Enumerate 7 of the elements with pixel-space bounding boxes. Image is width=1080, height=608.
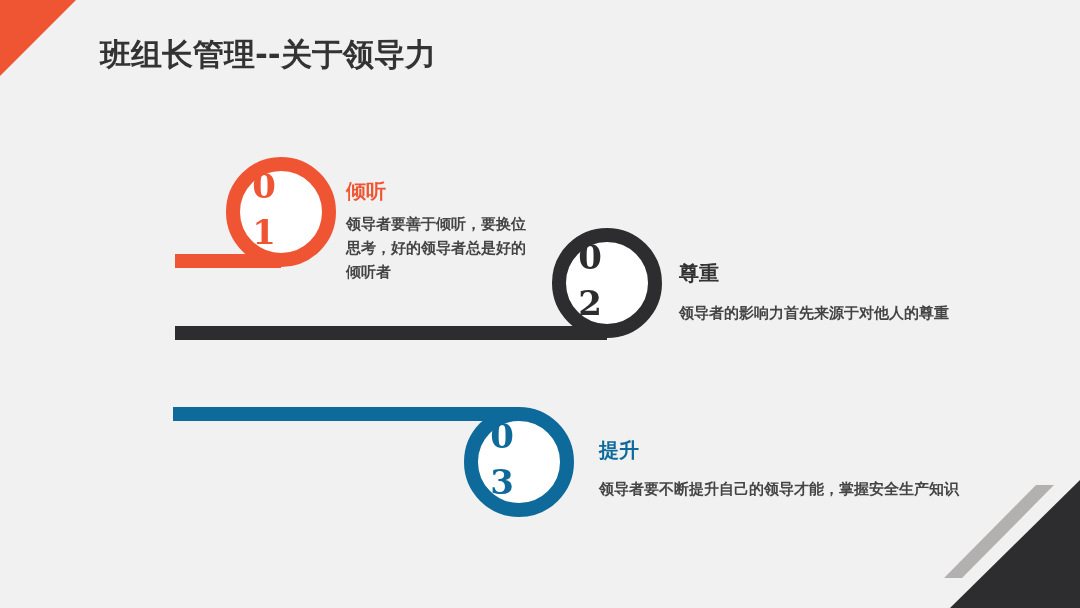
slide-title: 班组长管理--关于领导力 <box>100 35 436 74</box>
step-description: 领导者要善于倾听，要换位思考，好的领导者总是好的倾听者 <box>346 214 527 283</box>
step-heading: 倾听 <box>346 178 386 205</box>
step-heading: 提升 <box>599 437 639 464</box>
step-description: 领导者的影响力首先来源于对他人的尊重 <box>679 303 950 324</box>
step-heading: 尊重 <box>679 260 719 287</box>
step-description: 领导者要不断提升自己的领导才能，掌握安全生产知识 <box>599 479 960 500</box>
